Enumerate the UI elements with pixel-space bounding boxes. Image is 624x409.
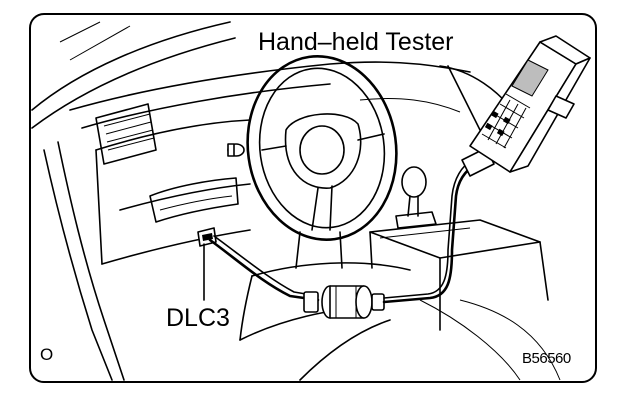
cable-dlc3-to-adapter [208,235,320,302]
figure-frame [29,13,597,383]
cable-adapter-to-tester [382,159,478,304]
hand-held-tester [461,35,591,177]
dlc3-label: DLC3 [166,304,230,332]
windshield-pillar [31,21,236,381]
tester-keypad [481,93,531,149]
seat [239,262,561,381]
center-console [369,166,549,331]
cable-adapter [303,285,385,319]
corner-mark: O [40,345,54,364]
figure-code: B56560 [522,350,571,367]
steering-wheel [246,55,398,269]
tester-label: Hand–held Tester [258,28,454,56]
tester-leader-line [447,65,481,131]
dashboard [69,61,521,265]
